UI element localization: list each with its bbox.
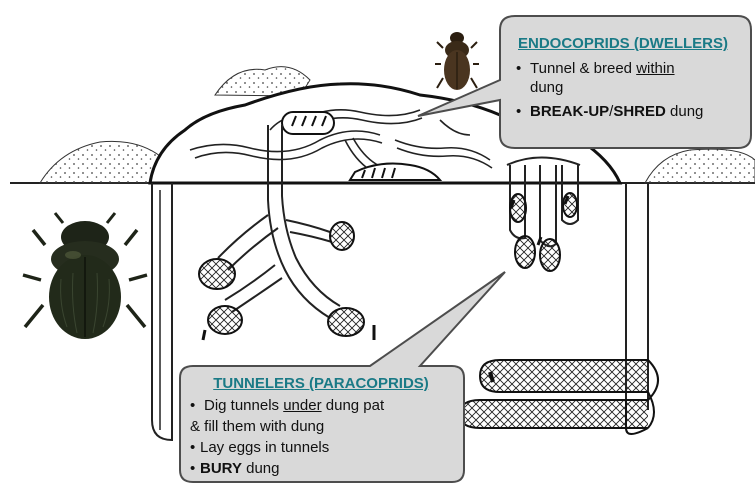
endocoprids-bullet-2-breakup: BREAK-UP: [530, 103, 609, 120]
bullet: •: [190, 459, 200, 478]
tunnelers-line-4-bury: BURY: [200, 460, 242, 477]
tunneler-beetle-image: [23, 213, 147, 339]
endocoprids-bullet-2: • BREAK-UP/SHRED dung: [516, 102, 746, 121]
tunnelers-text-block: TUNNELERS (PARACOPRIDS) •Dig tunnels und…: [190, 374, 460, 478]
endocoprids-bullet-1: • Tunnel & breed within dung: [516, 59, 746, 97]
horizontal-brood-tunnels: [460, 360, 658, 434]
endocoprids-bullet-2-text: dung: [666, 103, 704, 120]
tunnelers-line-1-emphasis: under: [283, 397, 321, 414]
tunnelers-title: TUNNELERS (PARACOPRIDS): [190, 374, 452, 393]
tunnelers-line-1: •Dig tunnels under dung pat: [190, 396, 460, 415]
paracoprid-brood-balls: [199, 222, 374, 340]
tunnelers-line-2: & fill them with dung: [190, 417, 460, 436]
bullet: •: [190, 396, 204, 415]
tunnelers-line-4-text: dung: [242, 460, 280, 477]
endocoprids-text-block: ENDOCOPRIDS (DWELLERS) • Tunnel & breed …: [516, 34, 746, 121]
tunnelers-line-4: •BURY dung: [190, 459, 460, 478]
tunneler-shaft-left: [152, 183, 172, 440]
endocoprids-bullet-1-text: Tunnel & breed: [530, 60, 636, 77]
tunnelers-line-3: •Lay eggs in tunnels: [190, 438, 460, 457]
endocoprid-beetle-image: [435, 32, 479, 90]
right-brood-balls: [510, 193, 577, 271]
tunnelers-line-1-end: dung pat: [322, 397, 385, 414]
endocoprids-bullet-1-emphasis: within: [636, 60, 674, 77]
bullet: •: [516, 59, 530, 97]
endocoprids-bullet-1-line2: dung: [530, 79, 563, 96]
endocoprids-title: ENDOCOPRIDS (DWELLERS): [516, 34, 730, 53]
tunnelers-line-3-text: Lay eggs in tunnels: [200, 439, 329, 456]
endocoprids-bullet-2-shred: SHRED: [613, 103, 666, 120]
tunnelers-line-1-text: Dig tunnels: [204, 397, 283, 414]
bullet: •: [190, 438, 200, 457]
soil-heap-right: [645, 149, 755, 183]
bullet: •: [516, 102, 530, 121]
